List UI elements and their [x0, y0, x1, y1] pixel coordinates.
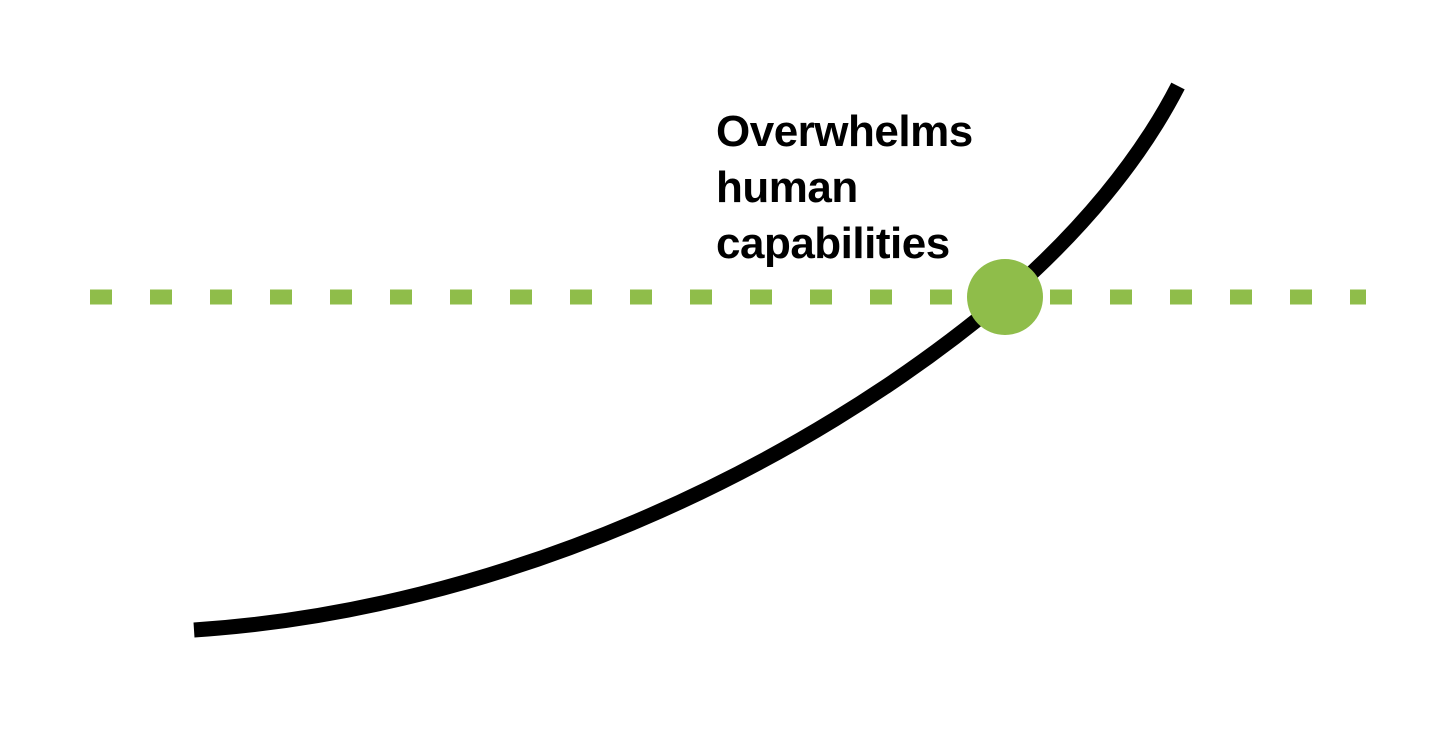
- annotation-line-1: Overwhelms: [716, 107, 973, 156]
- annotation-line-2: human: [716, 163, 858, 212]
- annotation-line-3: capabilities: [716, 219, 950, 268]
- intersection-point: [967, 259, 1043, 335]
- threshold-annotation: Overwhelms human capabilities: [716, 104, 1016, 272]
- growth-curve: [193, 82, 1185, 638]
